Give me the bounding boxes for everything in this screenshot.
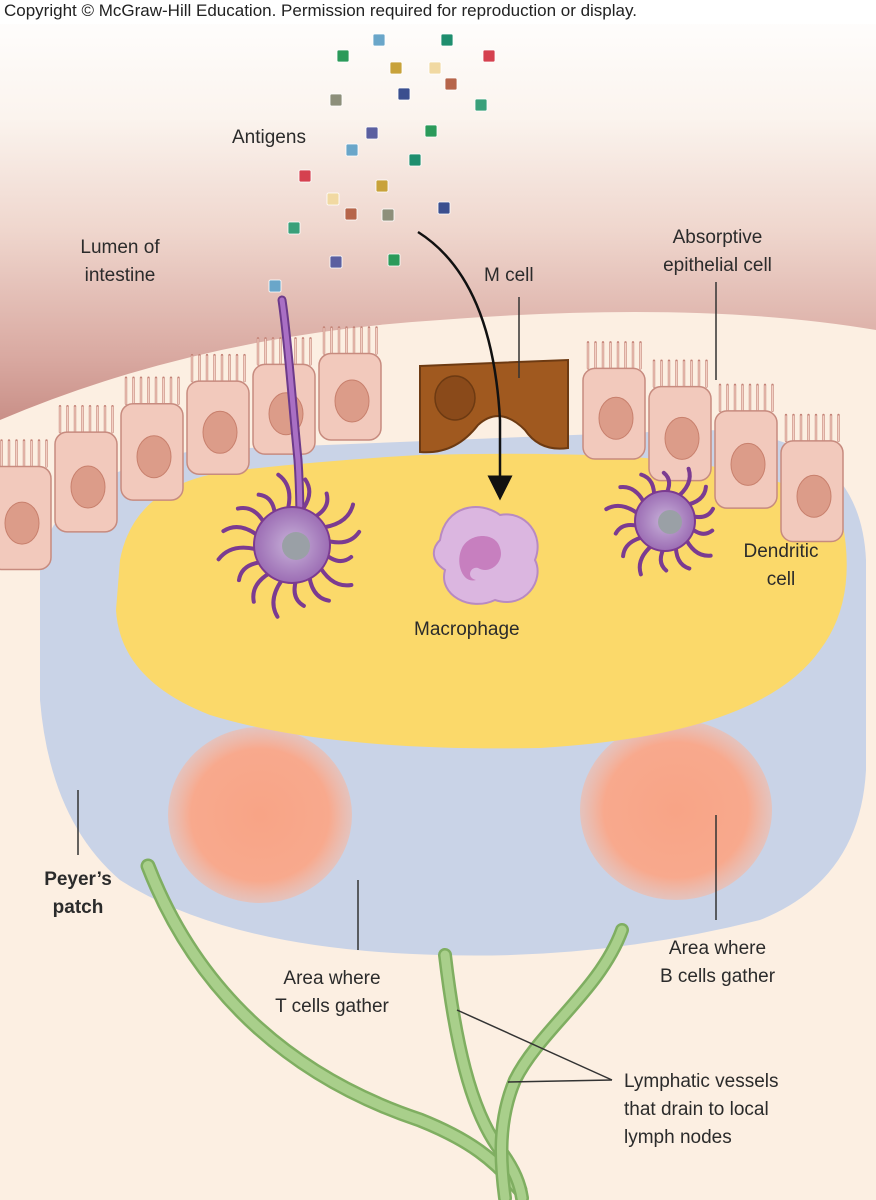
cell-nucleus <box>730 442 766 486</box>
b-cells-label-line-2: B cells gather <box>659 966 776 987</box>
cell-nucleus <box>136 435 172 479</box>
dendritic-label-line-1: Dendritic <box>743 541 819 562</box>
antigen-particle <box>298 169 312 183</box>
antigen-particle <box>329 93 343 107</box>
m-cell-nucleus <box>434 375 476 421</box>
t-cells-label-line-2: T cells gather <box>275 996 389 1017</box>
epithelial-cell <box>186 353 250 475</box>
macrophage-nucleus <box>459 536 501 581</box>
antigen-particle <box>268 279 282 293</box>
cell-nucleus <box>598 396 634 440</box>
cell-nucleus <box>4 501 40 545</box>
lymphatic-label-line-2: that drain to local <box>624 1099 769 1120</box>
dendritic-cell-right <box>604 466 715 577</box>
antigen-particle <box>437 201 451 215</box>
absorptive-label-line-2: epithelial cell <box>663 255 772 276</box>
copyright-notice: Copyright © McGraw-Hill Education. Permi… <box>4 1 637 20</box>
peyers-label-line-2: patch <box>52 897 104 918</box>
antigen-particle <box>389 61 403 75</box>
antigen-particle <box>387 253 401 267</box>
epithelial-cell <box>0 439 52 571</box>
cell-nucleus <box>796 474 832 518</box>
absorptive-label-line-1: Absorptive <box>672 227 763 248</box>
dendritic-cell-label: Dendritic cell <box>726 538 836 594</box>
antigen-particle <box>440 33 454 47</box>
antigen-particle <box>344 207 358 221</box>
dendritic-cell-left <box>216 295 362 619</box>
antigen-uptake-arrow <box>417 230 513 501</box>
lumen-label-line-1: Lumen of <box>80 237 160 258</box>
lymphatic-vessels <box>140 858 629 1200</box>
t-cells-label: Area where T cells gather <box>252 965 412 1021</box>
epithelial-cell <box>714 383 778 509</box>
antigen-particle <box>375 179 389 193</box>
antigens-label: Antigens <box>232 127 306 148</box>
antigen-particle <box>365 126 379 140</box>
epithelial-cell <box>318 326 382 441</box>
macrophage <box>432 506 539 605</box>
lymphatic-label-line-3: lymph nodes <box>624 1127 732 1148</box>
antigen-particle <box>381 208 395 222</box>
lymphatic-label-line-1: Lymphatic vessels <box>624 1071 779 1092</box>
antigen-particle <box>482 49 496 63</box>
lumen-label: Lumen of intestine <box>55 234 185 290</box>
b-cells-label: Area where B cells gather <box>630 935 805 991</box>
epithelial-cell <box>54 404 118 533</box>
antigen-particle <box>336 49 350 63</box>
antigen-particle <box>424 124 438 138</box>
peyers-patch-label: Peyer’s patch <box>28 866 128 922</box>
epithelial-cell <box>120 376 184 501</box>
leader-lines <box>77 282 717 1083</box>
t-cell-area <box>168 727 352 903</box>
dendritic-label-line-2: cell <box>766 569 796 590</box>
antigen-particle <box>408 153 422 167</box>
lumen-label-line-2: intestine <box>84 265 156 286</box>
epithelial-cell <box>780 413 844 543</box>
m-cell-label: M cell <box>484 265 534 286</box>
antigen-particle <box>474 98 488 112</box>
m-cell <box>419 358 569 454</box>
antigen-particle <box>428 61 442 75</box>
antigen-particle <box>326 192 340 206</box>
cell-nucleus <box>70 465 106 509</box>
epithelial-layer <box>0 326 844 571</box>
peyers-label-line-1: Peyer’s <box>44 869 112 890</box>
antigen-particle <box>287 221 301 235</box>
cell-nucleus <box>202 410 238 454</box>
macrophage-label: Macrophage <box>414 619 520 640</box>
antigen-particle <box>329 255 343 269</box>
epithelial-cell <box>582 341 646 460</box>
lymphatic-vessels-label: Lymphatic vessels that drain to local ly… <box>624 1068 779 1152</box>
b-cell-area <box>580 720 772 900</box>
antigen-particle <box>397 87 411 101</box>
antigen-particle <box>345 143 359 157</box>
antigen-particle <box>372 33 386 47</box>
t-cells-label-line-1: Area where <box>283 968 381 989</box>
antigen-particle <box>444 77 458 91</box>
cell-nucleus <box>334 379 370 423</box>
antigen-particles <box>268 33 496 293</box>
cell-nucleus <box>664 416 700 460</box>
b-cells-label-line-1: Area where <box>668 938 767 959</box>
absorptive-cell-label: Absorptive epithelial cell <box>630 224 805 280</box>
epithelial-cell <box>648 359 712 482</box>
